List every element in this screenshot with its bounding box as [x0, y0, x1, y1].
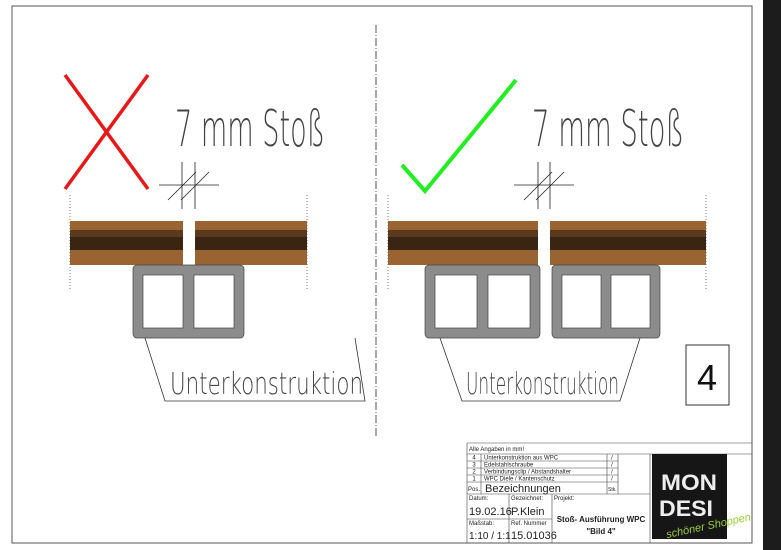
checkmark-icon: [400, 78, 518, 195]
title-block: [466, 442, 752, 543]
support-profile-left: [132, 264, 245, 339]
header-pos: Pos.: [468, 487, 480, 493]
units-note: Alle Angaben in mm!: [469, 447, 524, 453]
gap-label-left: 7 mm Stoß: [175, 100, 325, 158]
cross-icon: [63, 73, 150, 191]
part-name: Unterkonstruktion aus WPC: [484, 456, 559, 462]
dimension-mark-right: [514, 162, 574, 209]
parts-list: 4 Unterkonstruktion aus WPC / 3 Edelstah…: [468, 456, 617, 496]
header-name: Bezeichnungen: [485, 483, 561, 495]
board: [70, 221, 183, 265]
board: [195, 221, 307, 265]
logo-line1: MON: [661, 470, 717, 495]
mondesi-logo: MON DESI schöner Shoppen: [652, 454, 752, 541]
board: [550, 221, 706, 265]
part-pos: 2: [472, 470, 476, 476]
ref-label: Ref. Nummer: [511, 521, 547, 527]
date-value: 19.02.16: [469, 506, 512, 518]
sheet-border: [11, 5, 753, 544]
boards-left: [69, 195, 308, 290]
boards-right: [387, 195, 707, 290]
project-sub: "Bild 4": [586, 527, 616, 536]
part-name: Verbindungsclip / Abstandshalter: [484, 470, 571, 476]
support-label-left: Unterkonstruktion: [170, 367, 363, 402]
figure-number-box: [685, 344, 730, 406]
drawn-value: P.Klein: [511, 506, 544, 518]
scale-label: Maßstab:: [469, 521, 494, 527]
logo-line2: DESI: [659, 496, 713, 521]
figure-number: 4: [697, 357, 717, 398]
project-label: Projekt:: [554, 496, 575, 502]
part-name: Edelstahlschraube: [484, 463, 534, 469]
support-label-right: Unterkonstruktion: [466, 367, 619, 402]
part-qty: /: [611, 463, 613, 469]
board: [388, 221, 538, 265]
ref-value: 15.01036: [511, 530, 557, 542]
part-pos: 4: [472, 456, 476, 462]
dimension-mark-left: [159, 162, 219, 209]
header-qty: Stk.: [608, 487, 617, 493]
part-pos: 3: [472, 463, 476, 469]
support-profile-right-2: [551, 264, 661, 339]
project-name: Stoß- Ausführung WPC: [557, 515, 646, 524]
part-qty: /: [611, 477, 613, 483]
part-qty: /: [611, 470, 613, 476]
gap-label-right: 7 mm Stoß: [532, 100, 684, 158]
part-name: WPC Diele / Kantenschutz: [484, 477, 555, 483]
part-qty: /: [611, 456, 613, 462]
date-label: Datum:: [469, 496, 489, 502]
callout-right: [439, 337, 641, 402]
part-pos: 1: [472, 477, 476, 483]
drawn-label: Gezeichnet:: [511, 496, 543, 502]
scale-value: 1:10 / 1:1: [469, 531, 511, 542]
callout-left: [144, 337, 366, 402]
support-profile-right-1: [424, 264, 541, 339]
viewer-side-panel: [763, 0, 781, 550]
